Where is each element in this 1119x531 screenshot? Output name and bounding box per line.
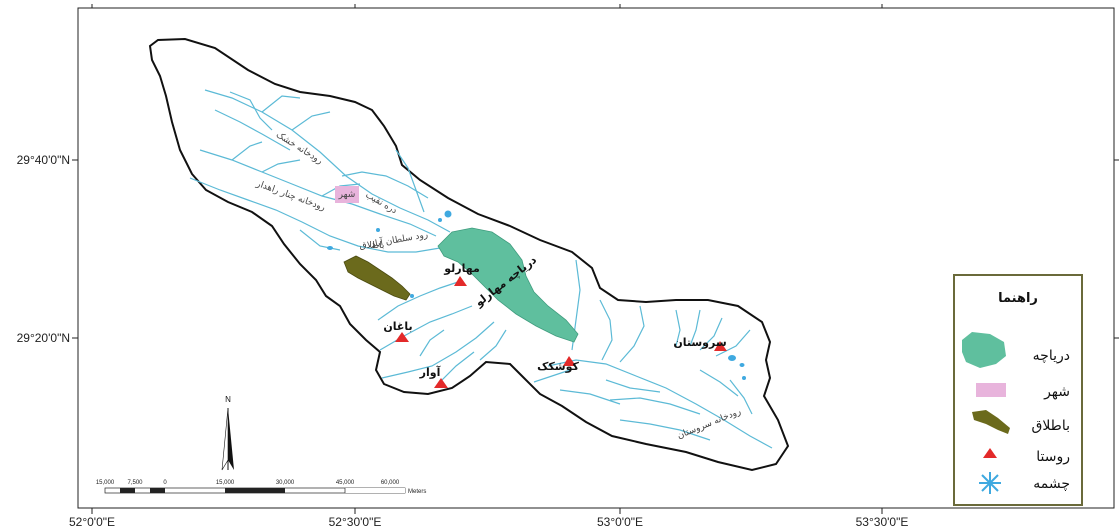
spring-points — [327, 210, 746, 380]
scale-tick-5: 45,000 — [336, 480, 355, 486]
legend-spring-icon — [979, 472, 1001, 494]
lon-label-52-00: 52°0'0"E — [69, 515, 115, 529]
legend-title: راهنما — [998, 291, 1038, 306]
lon-label-53-30: 53°30'0"E — [856, 515, 909, 529]
scale-bar: 15,000 7,500 0 15,000 30,000 45,000 60,0… — [96, 480, 427, 495]
legend: راهنما دریاچه شهر باطلاق روستا چشمه — [953, 274, 1083, 506]
label-city: شهر — [338, 190, 356, 200]
scale-tick-2: 0 — [163, 480, 167, 486]
river-network — [189, 89, 773, 449]
legend-item-lake: دریاچه — [1033, 348, 1070, 364]
label-marsh: باطلاق — [360, 241, 385, 251]
legend-lake-swatch — [962, 332, 1006, 368]
lat-label-29-20: 29°20'0"N — [17, 331, 70, 345]
frame-ticks — [72, 4, 1119, 514]
lat-label-29-40: 29°40'0"N — [17, 153, 70, 167]
legend-marsh-swatch — [972, 410, 1010, 434]
scale-unit: Meters — [408, 489, 426, 495]
marsh — [343, 255, 411, 301]
label-village-baghan: باغان — [383, 320, 412, 333]
north-label: N — [225, 395, 231, 404]
label-village-kushkak: کوشکک — [537, 360, 579, 373]
label-lake-side: مهارلو — [443, 262, 480, 275]
scale-tick-1: 7,500 — [127, 480, 143, 486]
city-area — [335, 186, 359, 203]
legend-item-spring: چشمه — [1033, 476, 1070, 492]
map-frame — [77, 7, 1115, 509]
label-village-avar: آوار — [419, 365, 441, 379]
scale-tick-6: 60,000 — [381, 480, 400, 486]
scale-tick-4: 30,000 — [276, 480, 295, 486]
legend-item-village: روستا — [1036, 449, 1070, 465]
label-village-sarvestan: سروستان — [673, 336, 726, 349]
legend-city-swatch — [976, 383, 1006, 397]
legend-item-marsh: باطلاق — [1031, 418, 1070, 434]
scale-tick-3: 15,000 — [216, 480, 235, 486]
legend-village-swatch — [983, 448, 997, 458]
legend-item-city: شهر — [1043, 384, 1070, 400]
lon-label-52-30: 52°30'0"E — [329, 515, 382, 529]
north-arrow: N — [221, 395, 234, 471]
scale-tick-0: 15,000 — [96, 480, 115, 486]
lake-maharlu — [437, 227, 579, 343]
lon-label-53-00: 53°0'0"E — [597, 515, 643, 529]
village-markers — [395, 276, 727, 388]
